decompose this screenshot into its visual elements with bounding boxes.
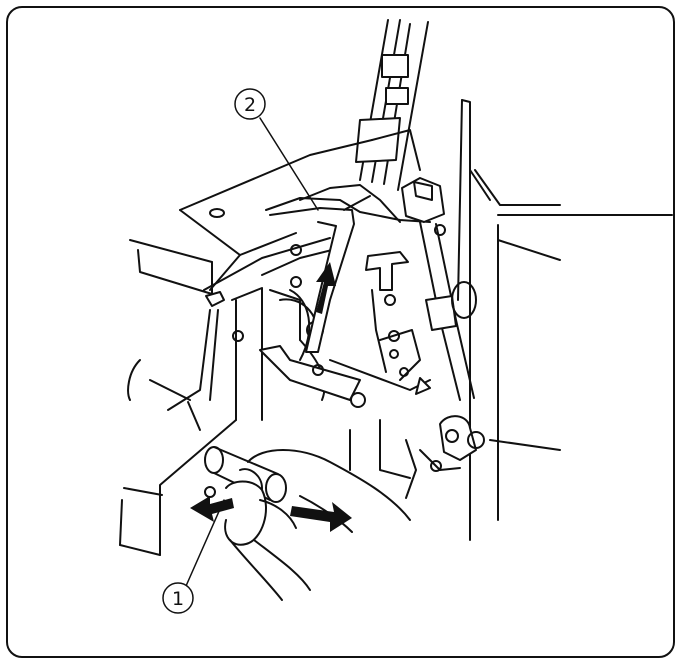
up-arrow bbox=[316, 262, 336, 314]
leader-lines bbox=[185, 117, 319, 587]
callout-2: 2 bbox=[234, 88, 266, 120]
mechanism-center bbox=[259, 244, 431, 408]
thread-guide-parts bbox=[365, 251, 421, 381]
hand bbox=[224, 449, 411, 601]
callout-2-label: 2 bbox=[244, 94, 256, 116]
machine-body-right bbox=[457, 99, 673, 541]
upper-looper-rod bbox=[401, 177, 477, 401]
needle-bar-assembly bbox=[355, 19, 429, 191]
figure-frame bbox=[6, 6, 675, 658]
lower-looper bbox=[349, 415, 485, 499]
callout-1: 1 bbox=[162, 582, 194, 614]
looper-arm bbox=[269, 184, 401, 353]
left-housing bbox=[127, 237, 331, 431]
callout-1-label: 1 bbox=[172, 588, 184, 610]
